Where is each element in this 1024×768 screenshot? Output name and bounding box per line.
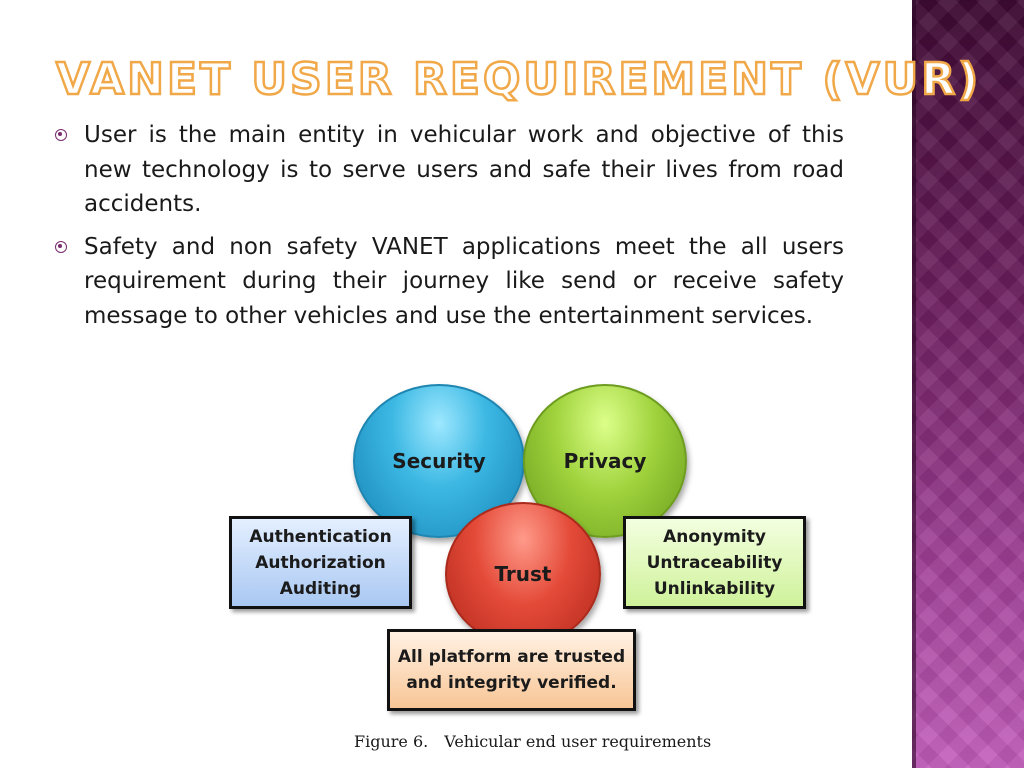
trust-aspect: All platform are trusted and integrity v… — [397, 647, 626, 693]
figure-caption-text: Vehicular end user requirements — [444, 732, 712, 751]
privacy-label: Privacy — [563, 449, 647, 473]
figure-number: Figure 6. — [354, 732, 429, 751]
privacy-aspects-box: Anonymity Untraceability Unlinkability — [623, 516, 806, 609]
security-aspect: Authentication — [249, 526, 392, 547]
security-circle: Security — [353, 384, 525, 538]
security-aspects-box: Authentication Authorization Auditing — [229, 516, 412, 609]
bullet-item: Safety and non safety VANET applications… — [52, 230, 844, 334]
bullet-item: User is the main entity in vehicular wor… — [52, 118, 844, 222]
requirements-figure: Security Privacy Authentication Authoriz… — [228, 376, 810, 761]
security-label: Security — [392, 449, 486, 473]
trust-circle: Trust — [445, 502, 601, 646]
bullet-text: User is the main entity in vehicular wor… — [84, 122, 844, 217]
decorative-side-band — [912, 0, 1024, 768]
bullet-text: Safety and non safety VANET applications… — [84, 233, 844, 329]
bullet-circle-icon — [55, 129, 67, 141]
privacy-aspect: Unlinkability — [653, 578, 776, 599]
security-aspect: Auditing — [279, 578, 362, 599]
privacy-circle: Privacy — [523, 384, 687, 538]
slide-title: VANET User Requirement (VUR) — [55, 53, 982, 107]
trust-aspects-box: All platform are trusted and integrity v… — [387, 629, 636, 711]
privacy-aspect: Untraceability — [646, 552, 783, 573]
bullet-list: User is the main entity in vehicular wor… — [52, 118, 844, 341]
security-aspect: Authorization — [255, 552, 386, 573]
privacy-aspect: Anonymity — [663, 526, 766, 547]
figure-caption: Figure 6. Vehicular end user requirements — [354, 732, 711, 751]
trust-label: Trust — [494, 562, 552, 586]
bullet-circle-icon — [55, 240, 67, 253]
